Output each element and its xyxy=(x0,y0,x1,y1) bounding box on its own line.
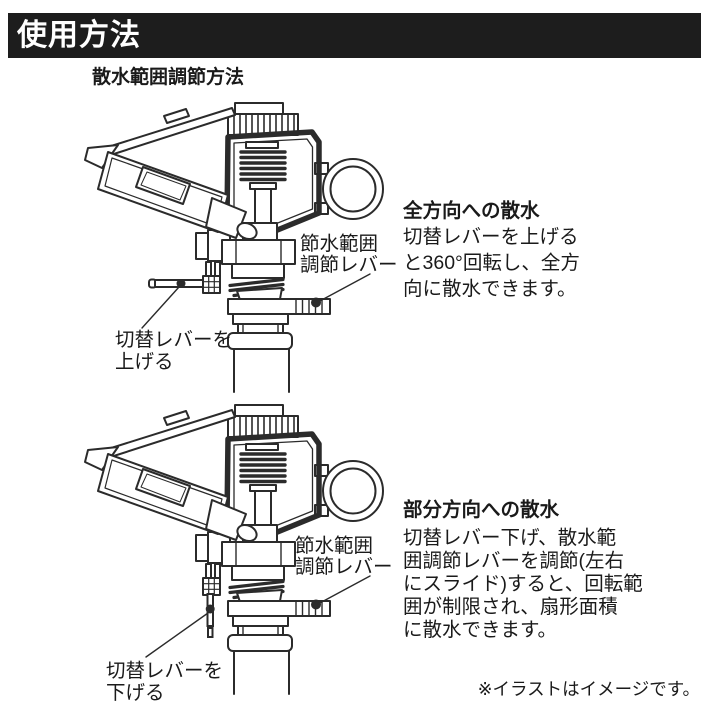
adjust-lever-label-line2: 調節レバー xyxy=(300,254,398,276)
sprinkler-diagram-all-direction: 節水範囲 調節レバー 切替レバーを 上げる xyxy=(60,90,398,400)
section1-body: 切替レバーを上げる と360°回転し、全方 向に散水できます。 xyxy=(403,226,580,300)
switch-lever-label-line1: 切替レバーを xyxy=(115,329,232,351)
switch-lever-label-line2: 下げる xyxy=(106,682,165,702)
sprinkler-diagram-partial-direction: 節水範囲 調節レバー 切替レバーを 下げる xyxy=(60,392,393,702)
adjust-lever-label-line1: 節水範囲 xyxy=(295,535,373,557)
section1-heading: 全方向への散水 xyxy=(403,200,540,222)
switch-lever-lowered xyxy=(145,593,215,658)
switch-lever-label-line1: 切替レバーを xyxy=(106,660,223,682)
adjust-lever-label-line1: 節水範囲 xyxy=(300,233,378,255)
switch-lever-label-line2: 上げる xyxy=(115,351,174,373)
switch-lever-callout-line xyxy=(145,612,209,658)
switch-lever-callout-dot xyxy=(176,279,186,288)
section-header-bar: 使用方法 xyxy=(8,13,701,58)
switch-lever-callout-line xyxy=(141,286,180,329)
section2-body: 切替レバー下げ、散水範 囲調節レバーを調節(左右 にスライド)すると、回転範 囲… xyxy=(403,527,643,641)
section2-heading: 部分方向への散水 xyxy=(403,499,560,521)
switch-lever-raised xyxy=(141,278,204,329)
switch-lever-callout-dot xyxy=(205,604,215,614)
diagram-subtitle: 散水範囲調節方法 xyxy=(92,67,245,88)
adjust-lever-label-line2: 調節レバー xyxy=(295,556,393,578)
illustration-disclaimer: ※イラストはイメージです。 xyxy=(477,679,700,699)
page-title: 使用方法 xyxy=(17,19,141,52)
